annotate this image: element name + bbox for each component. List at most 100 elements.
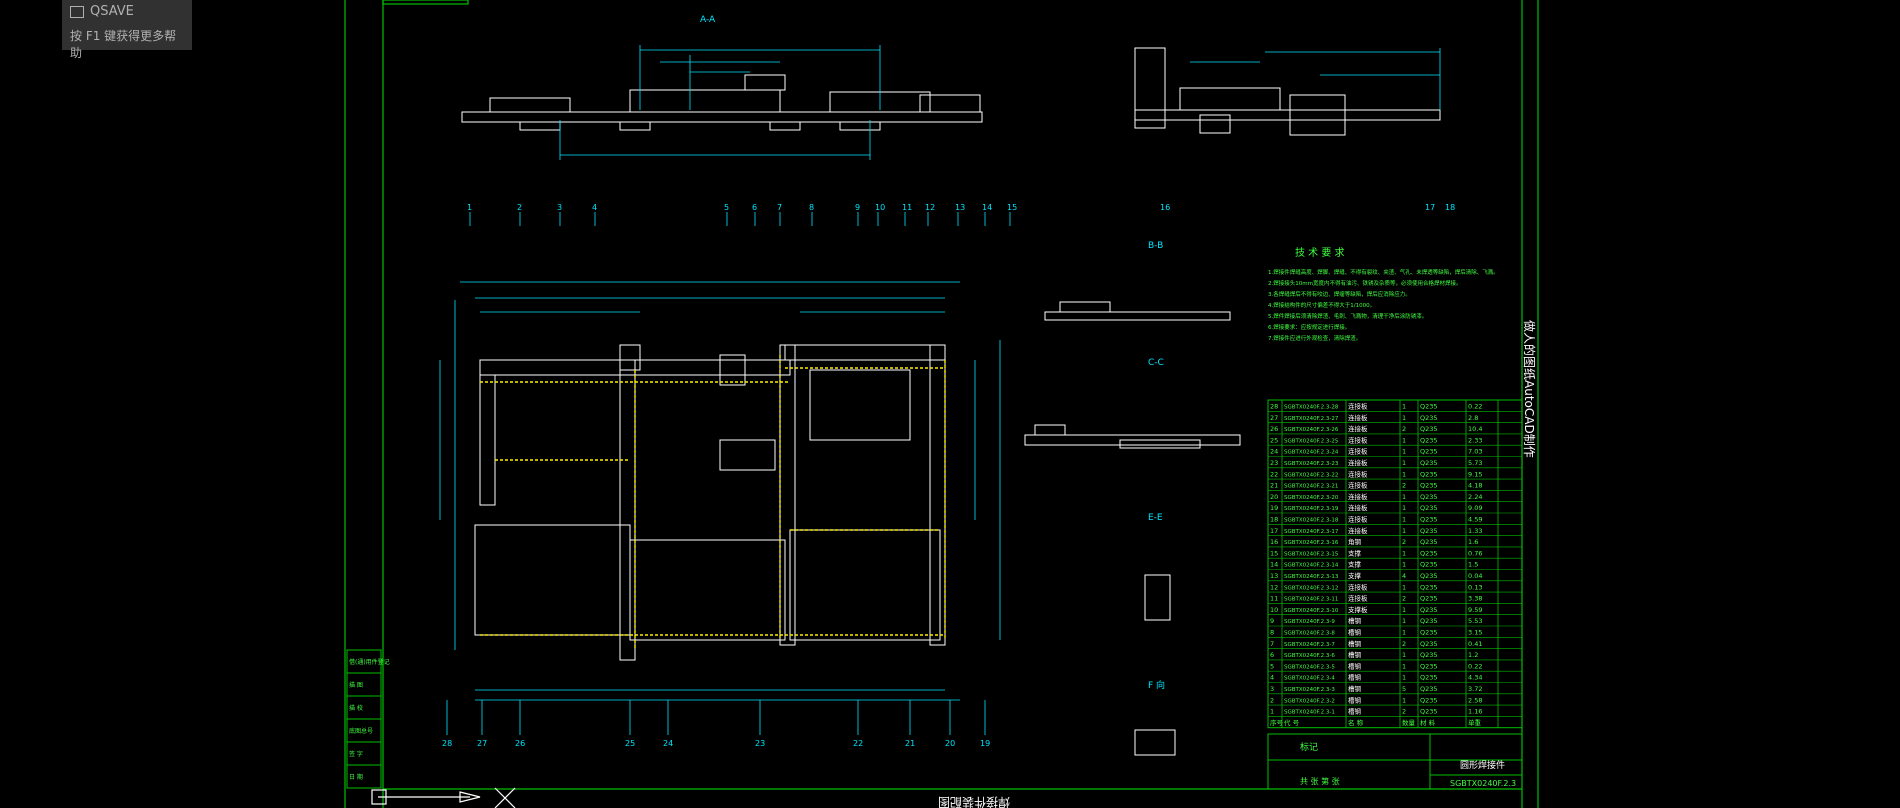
bom-cell-4-5: 4.34 <box>1468 674 1482 682</box>
bom-cell-24-3: 1 <box>1402 448 1406 456</box>
bom-cell-11-0: 11 <box>1270 595 1278 603</box>
bom-cell-6-1: SGBTX0240F.2.3-6 <box>1284 653 1335 659</box>
bom-cell-4-4: Q235 <box>1420 674 1438 682</box>
bom-cell-17-2: 连接板 <box>1348 526 1368 535</box>
balloon-top-8: 8 <box>809 203 814 212</box>
bom-cell-12-2: 连接板 <box>1348 582 1368 591</box>
title-block: 标记 圆形焊接件 SGBTX0240F.2.3 共 张 第 张 <box>1267 733 1523 790</box>
bom-cell-20-1: SGBTX0240F.2.3-20 <box>1284 495 1339 501</box>
balloon-bottom-19: 19 <box>980 739 990 748</box>
balloon-top-2: 2 <box>517 203 522 212</box>
bom-cell-14-1: SGBTX0240F.2.3-14 <box>1284 563 1339 569</box>
side-vertical-caption: 做人的图纸AutoCAD制作 <box>1522 320 1537 458</box>
bom-cell-4-2: 槽钢 <box>1348 673 1362 682</box>
bom-cell-23-0: 23 <box>1270 459 1278 467</box>
bom-cell-7-4: Q235 <box>1420 640 1438 648</box>
bom-cell-23-3: 1 <box>1402 459 1406 467</box>
bom-cell-2-5: 2.58 <box>1468 696 1482 704</box>
bom-cell-12-1: SGBTX0240F.2.3-12 <box>1284 585 1338 591</box>
balloon-top-9: 9 <box>855 203 860 212</box>
bom-header-0: 序号 <box>1270 718 1284 727</box>
bom-cell-14-4: Q235 <box>1420 561 1438 569</box>
stamp-cell-4: 签 字 <box>349 750 363 758</box>
bom-cell-10-2: 支撑板 <box>1348 605 1368 614</box>
bom-cell-24-0: 24 <box>1270 448 1278 456</box>
bom-cell-26-4: Q235 <box>1420 425 1438 433</box>
bom-cell-15-3: 1 <box>1402 549 1406 557</box>
bom-cell-1-5: 1.16 <box>1468 708 1482 716</box>
bom-cell-15-4: Q235 <box>1420 549 1438 557</box>
bom-header-2: 名 称 <box>1348 718 1364 727</box>
bom-cell-19-5: 9.09 <box>1468 504 1482 512</box>
bom-cell-15-2: 支撑 <box>1348 548 1362 557</box>
bom-cell-14-0: 14 <box>1270 561 1278 569</box>
bom-header-4: 材 料 <box>1420 718 1436 727</box>
bom-cell-2-1: SGBTX0240F.2.3-2 <box>1284 698 1335 704</box>
bom-cell-25-2: 连接板 <box>1348 435 1368 444</box>
balloon-bottom-24: 24 <box>663 739 673 748</box>
bom-cell-22-0: 22 <box>1270 470 1278 478</box>
bom-cell-27-3: 1 <box>1402 414 1406 422</box>
bom-cell-3-0: 3 <box>1270 685 1274 693</box>
save-icon <box>70 5 84 18</box>
bom-cell-5-4: Q235 <box>1420 662 1438 670</box>
section-c-c-label: C-C <box>1148 358 1164 368</box>
bom-cell-21-2: 连接板 <box>1348 481 1368 490</box>
bom-cell-4-1: SGBTX0240F.2.3-4 <box>1284 676 1335 682</box>
bom-cell-22-5: 9.15 <box>1468 470 1482 478</box>
bom-cell-6-5: 1.2 <box>1468 651 1478 659</box>
bom-cell-19-2: 连接板 <box>1348 503 1368 512</box>
bom-cell-26-5: 10.4 <box>1468 425 1482 433</box>
bom-cell-23-2: 连接板 <box>1348 458 1368 467</box>
bom-cell-10-3: 1 <box>1402 606 1406 614</box>
bom-cell-7-1: SGBTX0240F.2.3-7 <box>1284 642 1335 648</box>
bom-cell-26-3: 2 <box>1402 425 1406 433</box>
bom-cell-4-3: 1 <box>1402 674 1406 682</box>
bom-cell-14-5: 1.5 <box>1468 561 1478 569</box>
section-a-a-dimensions <box>559 45 881 160</box>
bom-cell-24-2: 连接板 <box>1348 447 1368 456</box>
bom-cell-4-0: 4 <box>1270 674 1274 682</box>
balloon-bottom-28: 28 <box>442 739 452 748</box>
bom-cell-2-4: Q235 <box>1420 696 1438 704</box>
tech-req-line-7: 7.焊接件应进行外观检查，清除焊渣。 <box>1268 334 1361 342</box>
bom-cell-28-0: 28 <box>1270 403 1278 411</box>
bom-cell-18-3: 1 <box>1402 516 1406 524</box>
bom-cell-10-5: 9.59 <box>1468 606 1482 614</box>
bom-cell-13-2: 支撑 <box>1348 571 1362 580</box>
tech-req-line-1: 1.焊接件焊缝高度、焊脚、焊缝、不得有裂纹、夹渣、气孔、未焊透等缺陷，焊后清除、… <box>1268 268 1499 276</box>
bom-cell-27-0: 27 <box>1270 414 1278 422</box>
bottom-caption: 焊接件装配图 <box>938 795 1010 808</box>
bom-cell-9-0: 9 <box>1270 617 1274 625</box>
bom-cell-19-3: 1 <box>1402 504 1406 512</box>
bom-cell-26-2: 连接板 <box>1348 424 1368 433</box>
balloon-top-5: 5 <box>724 203 729 212</box>
bom-cell-25-5: 2.33 <box>1468 436 1482 444</box>
section-b-b-label: B-B <box>1148 241 1163 251</box>
balloon-bottom-25: 25 <box>625 739 635 748</box>
bom-cell-10-1: SGBTX0240F.2.3-10 <box>1284 608 1339 614</box>
bom-cell-20-4: Q235 <box>1420 493 1438 501</box>
bom-cell-26-1: SGBTX0240F.2.3-26 <box>1284 427 1339 433</box>
bom-cell-2-2: 槽钢 <box>1348 695 1362 704</box>
bom-cell-3-1: SGBTX0240F.2.3-3 <box>1284 687 1335 693</box>
bom-cell-8-1: SGBTX0240F.2.3-8 <box>1284 631 1335 637</box>
bom-header-1: 代 号 <box>1284 718 1300 727</box>
bom-cell-12-4: Q235 <box>1420 583 1438 591</box>
balloon-bottom-20: 20 <box>945 739 955 748</box>
bom-cell-5-5: 0.22 <box>1468 662 1482 670</box>
bom-cell-5-0: 5 <box>1270 662 1274 670</box>
balloon-bottom-22: 22 <box>853 739 863 748</box>
bom-cell-6-0: 6 <box>1270 651 1274 659</box>
tech-req-line-4: 4.焊接结构件的尺寸偏差不得大于1/1000。 <box>1268 301 1375 309</box>
bom-cell-14-3: 1 <box>1402 561 1406 569</box>
tech-req-line-3: 3.各焊缝焊后不得有咬边、焊瘤等缺陷，焊后应消除应力。 <box>1268 290 1411 298</box>
balloon-top-1: 1 <box>467 203 472 212</box>
bom-cell-17-5: 1.33 <box>1468 527 1482 535</box>
bom-cell-21-5: 4.18 <box>1468 482 1482 490</box>
balloon-top-12: 12 <box>925 203 935 212</box>
bom-cell-8-3: 1 <box>1402 629 1406 637</box>
bom-cell-11-3: 2 <box>1402 595 1406 603</box>
bom-cell-19-4: Q235 <box>1420 504 1438 512</box>
